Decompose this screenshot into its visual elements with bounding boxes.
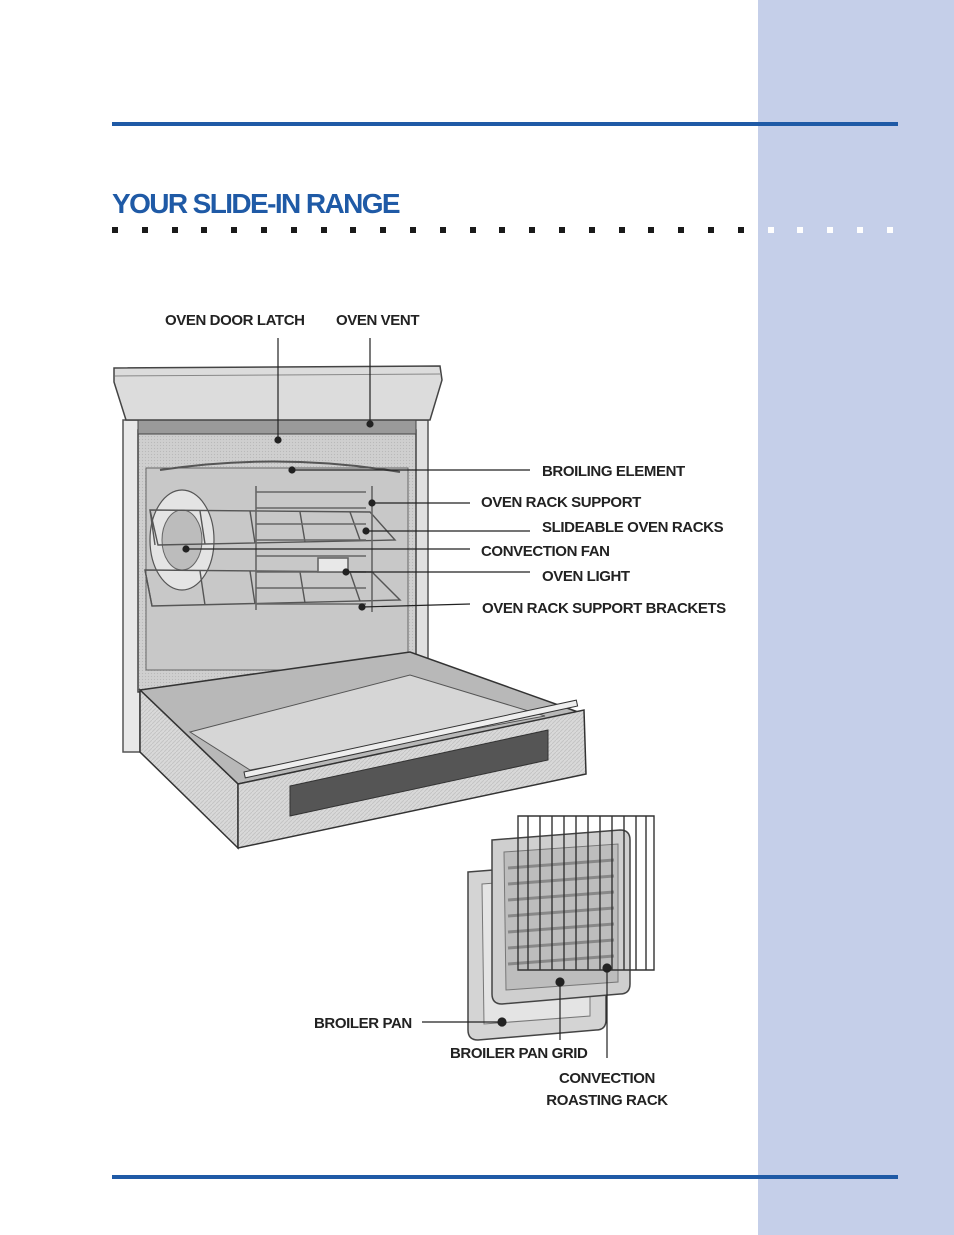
label-convection-fan: CONVECTION FAN bbox=[481, 543, 610, 560]
divider-dot bbox=[559, 227, 565, 233]
label-convection-roasting-rack-line2: ROASTING RACK bbox=[546, 1092, 668, 1109]
divider-dot bbox=[529, 227, 535, 233]
convection-fan bbox=[149, 489, 215, 591]
divider-dot bbox=[112, 227, 118, 233]
label-slideable-oven-racks: SLIDEABLE OVEN RACKS bbox=[542, 519, 724, 536]
divider-dot bbox=[380, 227, 386, 233]
label-oven-vent: OVEN VENT bbox=[336, 312, 420, 329]
divider-dot bbox=[172, 227, 178, 233]
oven-racks bbox=[144, 509, 402, 607]
label-convection-roasting-rack: CONVECTION ROASTING RACK bbox=[538, 1070, 676, 1110]
label-oven-door-latch: OVEN DOOR LATCH bbox=[165, 312, 305, 329]
label-broiler-pan-grid: BROILER PAN GRID bbox=[450, 1045, 588, 1062]
divider-dot bbox=[350, 227, 356, 233]
divider-dot bbox=[261, 227, 267, 233]
oven-rack-supports bbox=[255, 486, 373, 612]
divider-dot bbox=[440, 227, 446, 233]
label-oven-light: OVEN LIGHT bbox=[542, 568, 630, 585]
divider-dot bbox=[201, 227, 207, 233]
side-color-band bbox=[758, 0, 954, 1235]
divider-dot bbox=[797, 227, 803, 233]
callout-leaders bbox=[182, 338, 612, 1058]
divider-dot bbox=[708, 227, 714, 233]
divider-dot bbox=[857, 227, 863, 233]
top-rule bbox=[112, 122, 898, 126]
divider-dot bbox=[470, 227, 476, 233]
divider-dot bbox=[142, 227, 148, 233]
broiling-element bbox=[159, 460, 401, 473]
label-broiling-element: BROILING ELEMENT bbox=[542, 463, 685, 480]
divider-dot bbox=[410, 227, 416, 233]
divider-dot bbox=[499, 227, 505, 233]
divider-dot bbox=[827, 227, 833, 233]
label-oven-rack-support-brackets: OVEN RACK SUPPORT BRACKETS bbox=[482, 600, 726, 617]
divider-dot bbox=[321, 227, 327, 233]
divider-dot bbox=[291, 227, 297, 233]
divider-dot bbox=[887, 227, 893, 233]
divider-dot bbox=[589, 227, 595, 233]
label-convection-roasting-rack-line1: CONVECTION bbox=[558, 1070, 655, 1087]
label-oven-rack-support: OVEN RACK SUPPORT bbox=[481, 494, 641, 511]
divider-dot bbox=[231, 227, 237, 233]
label-broiler-pan: BROILER PAN bbox=[314, 1015, 412, 1032]
bottom-rule bbox=[112, 1175, 898, 1179]
page-title: YOUR SLIDE-IN RANGE bbox=[112, 188, 401, 219]
divider-dot bbox=[648, 227, 654, 233]
oven-door bbox=[138, 651, 587, 850]
broiler-pan-grid bbox=[491, 829, 631, 1005]
divider-dot bbox=[768, 227, 774, 233]
dotted-divider bbox=[112, 227, 902, 235]
divider-dot bbox=[738, 227, 744, 233]
convection-roasting-rack bbox=[517, 815, 655, 971]
divider-dot bbox=[619, 227, 625, 233]
divider-dot bbox=[678, 227, 684, 233]
